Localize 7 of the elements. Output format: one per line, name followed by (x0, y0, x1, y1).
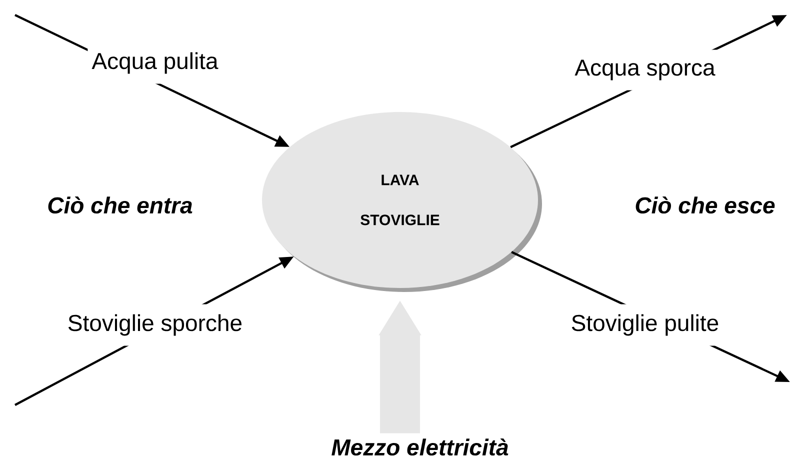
edge-label: Stoviglie pulite (566, 304, 724, 346)
source-label: Mezzo elettricità (332, 438, 508, 456)
edge-label: Stoviglie sporche (63, 304, 247, 346)
edge-label: Acqua pulita (88, 42, 222, 84)
edge-label: Acqua sporca (570, 50, 720, 90)
side-label: Ciò che esce (636, 196, 775, 214)
side-label: Ciò che entra (48, 196, 192, 214)
